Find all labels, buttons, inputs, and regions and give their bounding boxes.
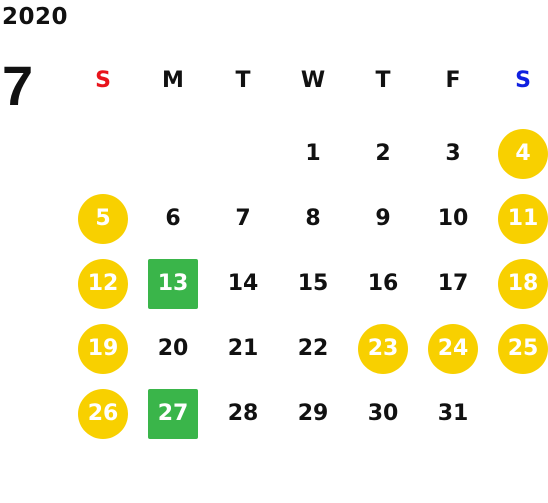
day-number: 16 — [367, 271, 399, 296]
day-cell[interactable]: 26 — [68, 381, 138, 446]
day-cell[interactable]: 9 — [348, 186, 418, 251]
day-number: 3 — [445, 141, 461, 166]
weekday-header-monday: M — [162, 67, 184, 93]
holiday-day-number: 19 — [78, 323, 128, 374]
day-cell[interactable]: 7 — [208, 186, 278, 251]
holiday-day-number: 4 — [498, 128, 548, 179]
weekday-header-saturday: S — [515, 67, 531, 93]
day-cell[interactable]: 23 — [348, 316, 418, 381]
day-cell[interactable]: 25 — [488, 316, 548, 381]
day-cell[interactable]: 12 — [68, 251, 138, 316]
day-number: 14 — [227, 271, 259, 296]
weekday-header-friday: F — [445, 67, 461, 93]
day-cell[interactable]: 15 — [278, 251, 348, 316]
day-cell[interactable]: 21 — [208, 316, 278, 381]
calendar-month: 7 — [2, 54, 34, 117]
holiday-day-number: 24 — [428, 323, 478, 374]
weekday-header-sunday: S — [95, 67, 111, 93]
day-number: 8 — [305, 206, 321, 231]
day-number: 21 — [227, 336, 259, 361]
day-number: 7 — [235, 206, 251, 231]
day-cell[interactable]: 5 — [68, 186, 138, 251]
empty-day-cell — [488, 381, 548, 446]
day-cell[interactable]: 30 — [348, 381, 418, 446]
day-cell[interactable]: 28 — [208, 381, 278, 446]
marked-day-number: 27 — [148, 388, 198, 439]
day-cell[interactable]: 29 — [278, 381, 348, 446]
holiday-day-number: 25 — [498, 323, 548, 374]
day-cell[interactable]: 31 — [418, 381, 488, 446]
empty-day-cell — [208, 121, 278, 186]
day-number: 20 — [157, 336, 189, 361]
day-cell[interactable]: 14 — [208, 251, 278, 316]
day-cell[interactable]: 4 — [488, 121, 548, 186]
day-number: 30 — [367, 401, 399, 426]
day-number: 2 — [375, 141, 391, 166]
day-number: 6 — [165, 206, 181, 231]
empty-day-cell — [68, 121, 138, 186]
day-number: 1 — [305, 141, 321, 166]
day-cell[interactable]: 6 — [138, 186, 208, 251]
day-number: 15 — [297, 271, 329, 296]
day-cell[interactable]: 10 — [418, 186, 488, 251]
weekday-header-tuesday: T — [235, 67, 251, 93]
day-cell[interactable]: 3 — [418, 121, 488, 186]
holiday-day-number: 23 — [358, 323, 408, 374]
day-cell[interactable]: 18 — [488, 251, 548, 316]
day-number: 9 — [375, 206, 391, 231]
weekday-header-thursday: T — [375, 67, 391, 93]
holiday-day-number: 26 — [78, 388, 128, 439]
day-number: 28 — [227, 401, 259, 426]
day-cell[interactable]: 22 — [278, 316, 348, 381]
empty-day-cell — [138, 121, 208, 186]
day-cell[interactable]: 27 — [138, 381, 208, 446]
day-cell[interactable]: 1 — [278, 121, 348, 186]
holiday-day-number: 18 — [498, 258, 548, 309]
marked-day-number: 13 — [148, 258, 198, 309]
holiday-day-number: 12 — [78, 258, 128, 309]
day-cell[interactable]: 11 — [488, 186, 548, 251]
day-cell[interactable]: 2 — [348, 121, 418, 186]
day-cell[interactable]: 8 — [278, 186, 348, 251]
day-cell[interactable]: 20 — [138, 316, 208, 381]
holiday-day-number: 11 — [498, 193, 548, 244]
day-cell[interactable]: 24 — [418, 316, 488, 381]
weekday-header-wednesday: W — [300, 67, 326, 93]
day-number: 31 — [437, 401, 469, 426]
day-number: 10 — [437, 206, 469, 231]
day-cell[interactable]: 13 — [138, 251, 208, 316]
calendar-year: 2020 — [2, 4, 69, 30]
day-cell[interactable]: 17 — [418, 251, 488, 316]
holiday-day-number: 5 — [78, 193, 128, 244]
day-number: 22 — [297, 336, 329, 361]
day-cell[interactable]: 16 — [348, 251, 418, 316]
day-number: 17 — [437, 271, 469, 296]
day-cell[interactable]: 19 — [68, 316, 138, 381]
day-number: 29 — [297, 401, 329, 426]
